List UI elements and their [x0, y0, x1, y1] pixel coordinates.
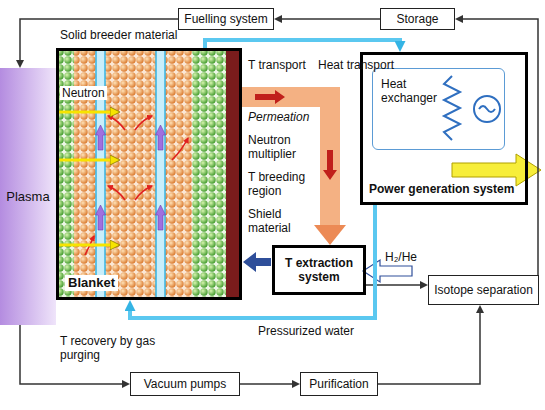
coolant-pipe	[156, 50, 165, 298]
flow-connector	[205, 40, 400, 48]
decor-path	[156, 205, 166, 230]
flow-connector	[130, 205, 375, 318]
flow-label: T transport	[248, 58, 306, 72]
storage-box: Storage	[380, 8, 455, 30]
decor-polyline	[444, 76, 460, 140]
decor-path	[135, 116, 152, 130]
region-label: T breeding region	[248, 170, 316, 199]
material-label: Shield material	[248, 207, 316, 236]
particle-label: Neutron	[60, 86, 107, 100]
extraction-box: T extraction system	[272, 245, 366, 295]
flow-arrows	[96, 125, 166, 230]
decor-path	[156, 125, 166, 150]
process-label: Permeation	[248, 110, 309, 124]
node-text: Purification	[309, 377, 368, 391]
node-text: Isotope separation	[434, 283, 533, 297]
decor-path	[108, 116, 125, 130]
node-text: Fuelling system	[184, 12, 267, 26]
gas-label: H₂/He	[385, 250, 417, 264]
decor-path	[479, 106, 495, 112]
purge-return-arrow	[243, 252, 271, 272]
node-text: Plasma	[6, 189, 49, 205]
node-text: Blanket	[65, 275, 118, 291]
process-box: Fuelling system	[178, 8, 274, 30]
neutron-multiplier-layer	[192, 50, 226, 298]
flow-connector	[20, 19, 178, 60]
power-system-box: Heat exchangerPower generation system	[360, 52, 528, 205]
plasma-region: Plasma	[0, 68, 56, 325]
decor-circle	[474, 96, 500, 122]
node-text: Vacuum pumps	[144, 377, 226, 391]
decor-path	[135, 186, 152, 200]
decor-path	[96, 125, 106, 150]
heat-exchanger-box: Heat exchanger	[372, 68, 505, 150]
process-box: Vacuum pumps	[130, 372, 240, 396]
node-text: Power generation system	[369, 182, 514, 196]
material-label: Neutron multiplier	[248, 133, 316, 162]
flow-connector	[240, 383, 292, 385]
flow-label: Pressurized water	[258, 324, 354, 338]
decor-path	[172, 138, 188, 160]
node-text: Storage	[396, 12, 438, 26]
decor-path	[323, 150, 337, 180]
process-box: Purification	[300, 372, 378, 396]
flow-connector	[378, 313, 480, 384]
flow-label: Heat transport	[318, 58, 394, 72]
decor-path	[255, 90, 285, 104]
permeation-arrows	[85, 116, 188, 255]
flow-connector	[242, 97, 330, 225]
process-label: T recovery by gas purging	[60, 334, 160, 363]
decor-path	[108, 186, 125, 200]
material-label: Solid breeder material	[60, 28, 177, 42]
process-box: Isotope separation	[428, 275, 539, 305]
generator-symbol	[444, 76, 500, 140]
decor-path	[96, 205, 106, 230]
flow-connector	[282, 18, 380, 20]
node-text: T extraction system	[275, 256, 363, 285]
shield-layer	[226, 50, 240, 298]
node-text: Heat exchanger	[381, 77, 445, 106]
